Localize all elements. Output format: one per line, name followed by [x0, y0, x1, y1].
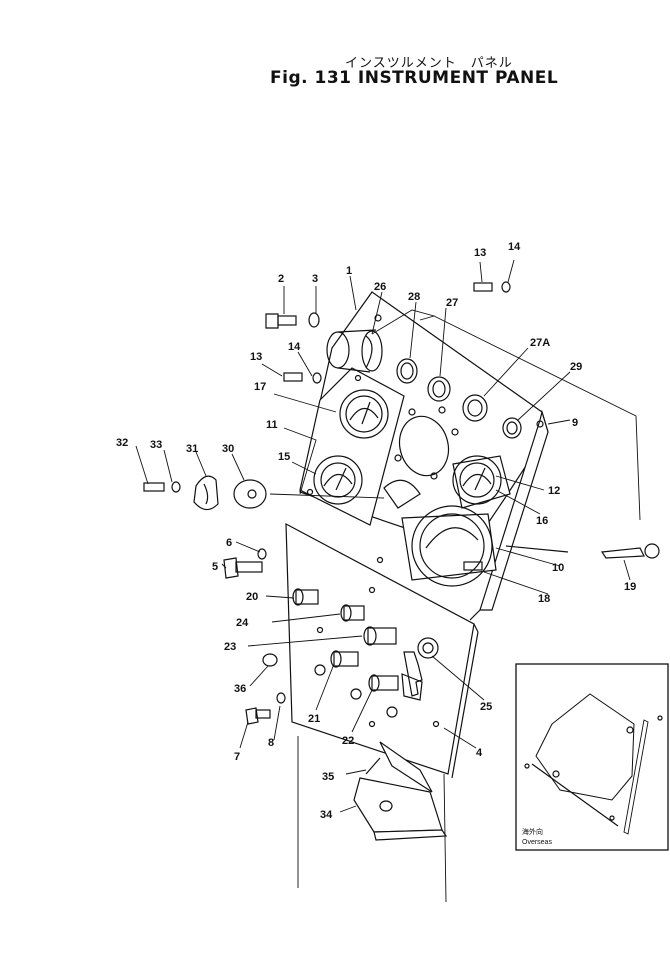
washer-8 — [276, 692, 286, 704]
washer-3 — [308, 312, 320, 328]
bolt-5 — [223, 557, 263, 579]
switch-23 — [363, 626, 397, 646]
callout-27: 27 — [446, 297, 458, 309]
title-japanese: インスツルメント パネル — [345, 56, 513, 71]
callout-30: 30 — [222, 443, 234, 455]
callout-25: 25 — [480, 701, 492, 713]
callout-10: 10 — [552, 562, 564, 574]
callout-4: 4 — [476, 747, 483, 759]
callout-15: 15 — [278, 451, 290, 463]
callout-13-right: 13 — [474, 247, 486, 259]
switch-22 — [368, 674, 399, 692]
callout-31: 31 — [186, 443, 198, 455]
callout-34: 34 — [320, 809, 333, 821]
callout-2: 2 — [278, 273, 284, 285]
inset-overseas: 海外向 Overseas — [515, 663, 669, 851]
figure-title: Fig. 131 INSTRUMENT PANEL — [270, 68, 559, 88]
callout-14-right: 14 — [508, 241, 521, 253]
callout-28: 28 — [408, 291, 420, 303]
lower-panel — [285, 522, 479, 779]
callout-14-left: 14 — [288, 341, 301, 353]
callout-33: 33 — [150, 439, 162, 451]
callout-23: 23 — [224, 641, 236, 653]
washer-6 — [257, 548, 267, 560]
callout-11: 11 — [266, 419, 278, 431]
disc-30 — [233, 479, 267, 509]
leader-lines — [135, 259, 641, 903]
bolt-32 — [143, 482, 165, 492]
bolt-2 — [265, 313, 297, 329]
callout-3: 3 — [312, 273, 318, 285]
knob-19 — [600, 543, 660, 559]
bolt-13-right — [473, 282, 493, 292]
callout-36: 36 — [234, 683, 246, 695]
callout-13-left: 13 — [250, 351, 262, 363]
callout-20: 20 — [246, 591, 258, 603]
switch-20 — [292, 588, 319, 606]
callout-1: 1 — [346, 265, 352, 277]
switch-21 — [330, 650, 359, 668]
cable-10 — [505, 545, 569, 553]
callout-19: 19 — [624, 581, 636, 593]
callout-27a: 27A — [530, 337, 550, 349]
callout-32: 32 — [116, 437, 128, 449]
plug-36 — [262, 653, 278, 667]
washer-14-right — [501, 281, 511, 293]
callout-5: 5 — [212, 561, 218, 573]
callout-24: 24 — [236, 617, 249, 629]
callout-21: 21 — [308, 713, 320, 725]
callout-12: 12 — [548, 485, 560, 497]
gauge-17 — [339, 389, 389, 439]
callout-7: 7 — [234, 751, 240, 763]
callout-9: 9 — [572, 417, 578, 429]
gauge-15 — [313, 455, 363, 505]
box-34 — [353, 741, 448, 841]
callout-35: 35 — [322, 771, 334, 783]
washer-14-left — [312, 372, 322, 384]
callout-26: 26 — [374, 281, 386, 293]
inset-label-overseas: Overseas — [522, 839, 552, 846]
gauge-12-16 — [452, 455, 511, 509]
callout-17: 17 — [254, 381, 266, 393]
switch-24 — [340, 604, 365, 622]
callout-6: 6 — [226, 537, 232, 549]
callout-29: 29 — [570, 361, 582, 373]
callout-16: 16 — [536, 515, 548, 527]
callout-22: 22 — [342, 735, 354, 747]
bolt-7 — [245, 707, 271, 725]
callout-18: 18 — [538, 593, 550, 605]
washer-33 — [171, 481, 181, 493]
bolt-13-left — [283, 372, 303, 382]
gauge-18 — [401, 505, 497, 587]
inset-label-japanese: 海外向 — [522, 827, 543, 836]
clip-31 — [193, 475, 219, 511]
key-switch-25 — [401, 637, 439, 701]
callout-8: 8 — [268, 737, 274, 749]
callout-labels: 1 2 3 4 5 6 7 8 9 10 11 12 13 13 14 14 1… — [116, 241, 636, 821]
